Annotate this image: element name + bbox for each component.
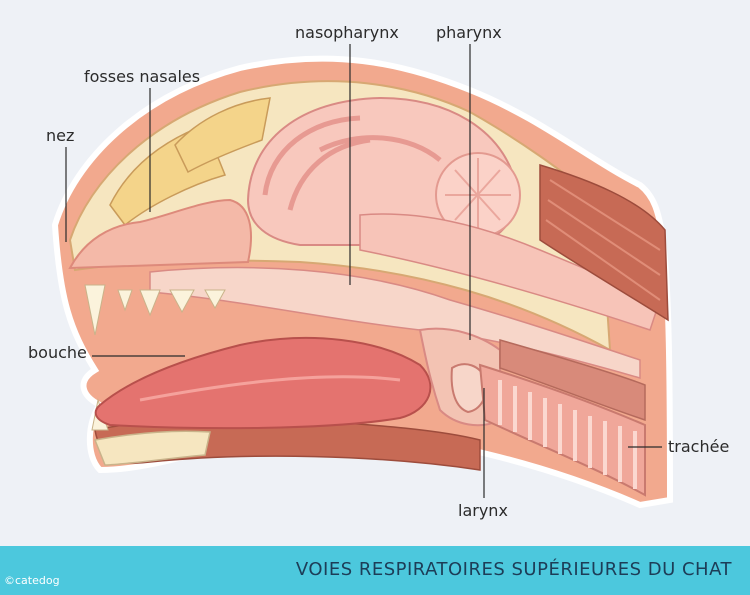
label-bouche: bouche	[28, 343, 87, 362]
cat-head-cross-section	[51, 44, 674, 509]
tongue	[94, 337, 432, 430]
jaw-bone	[93, 430, 211, 466]
footer-band: VOIES RESPIRATOIRES SUPÉRIEURES DU CHAT	[0, 546, 750, 595]
neck-muscles	[539, 163, 669, 322]
label-nez: nez	[46, 126, 75, 145]
label-trachee: trachée	[668, 437, 730, 456]
upper-teeth	[84, 284, 226, 336]
label-larynx: larynx	[458, 501, 508, 520]
larynx-structure	[450, 363, 488, 414]
frontal-sinus	[174, 97, 271, 174]
copyright-credit: ©catedog	[4, 574, 60, 587]
brainstem	[359, 213, 661, 331]
nasopharynx-airway	[149, 266, 641, 379]
trachea-rings	[498, 380, 637, 489]
label-pharynx: pharynx	[436, 23, 502, 42]
label-nasopharynx: nasopharynx	[295, 23, 399, 42]
diagram-title: VOIES RESPIRATOIRES SUPÉRIEURES DU CHAT	[295, 559, 732, 580]
leader-lines	[65, 44, 662, 498]
esophagus	[499, 339, 646, 422]
cerebrum-folds	[262, 115, 442, 211]
label-fosses-nasales: fosses nasales	[84, 67, 201, 86]
nasal-turbinates	[68, 198, 252, 270]
